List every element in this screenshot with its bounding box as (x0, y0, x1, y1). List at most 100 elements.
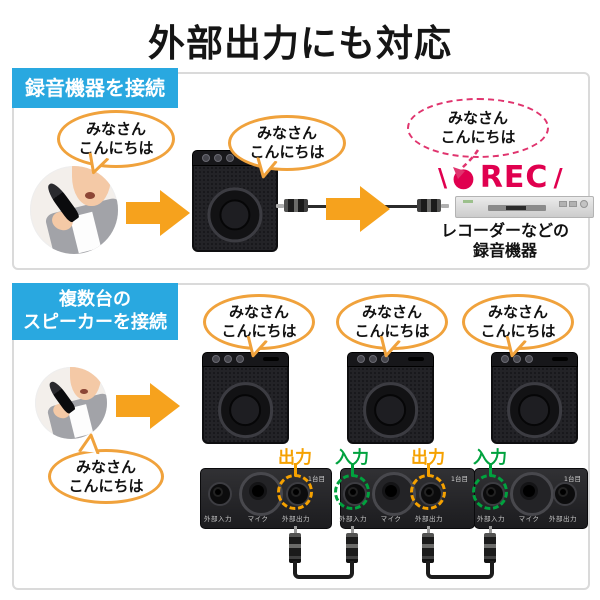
rec-label: REC (479, 160, 549, 195)
rec-indicator: \ ● REC / (438, 160, 563, 195)
speaker-handle-slot (407, 357, 424, 362)
speech-bubble-text: こんにちは (480, 322, 556, 340)
knob-icon (214, 154, 222, 163)
recorder-caption-line: レコーダーなどの (440, 221, 569, 240)
link-cable-shaft (351, 526, 354, 534)
rec-slash-left: \ (438, 163, 448, 192)
person-mouth (84, 192, 96, 200)
speaker-grille (202, 366, 289, 444)
mic-jack (239, 472, 283, 516)
speech-bubble-speaker-c: みなさん こんにちは (462, 294, 574, 350)
recorder-caption-line: 録音機器 (472, 241, 537, 260)
speaker-device (202, 352, 289, 444)
flow-arrow-icon (116, 383, 180, 429)
speaker-cone (374, 394, 407, 427)
aux-in-jack-label: 外部入力 (339, 515, 367, 523)
knob-icon (513, 355, 521, 364)
knob-icon (525, 355, 533, 364)
input-pointer-line (489, 463, 492, 476)
speech-bubble-text: こんにちは (68, 476, 144, 495)
knob-icon (236, 355, 244, 364)
link-cable-plug (289, 533, 301, 563)
speech-bubble-tail (246, 335, 268, 358)
speech-bubble-tail (505, 335, 527, 358)
output-pointer-line (294, 463, 297, 476)
speech-bubble-tail (379, 335, 401, 358)
speech-bubble-person-2: みなさん こんにちは (48, 449, 164, 504)
speech-bubble-text: みなさん (361, 303, 422, 322)
mic-jack-label: マイク (518, 515, 540, 523)
aux-in-jack-label: 外部入力 (477, 515, 505, 523)
aux-out-jack-label: 外部出力 (549, 515, 577, 523)
output-pointer-line (427, 463, 430, 476)
speech-bubble-speaker-b: みなさん こんにちは (336, 294, 448, 350)
speaker-device (491, 352, 578, 444)
speech-bubble-text: みなさん (85, 120, 146, 139)
link-cable (293, 561, 354, 579)
speaker-grille (192, 166, 278, 252)
audio-plug (284, 199, 308, 212)
speaker-rear-panel-1: 1台目 外部入力 マイク 外部出力 (200, 468, 332, 529)
flow-arrow-icon (126, 190, 190, 236)
speech-bubble-speaker-1: みなさん こんにちは (228, 115, 346, 171)
speech-bubble-text: こんにちは (249, 143, 325, 161)
speech-bubble-text: みなさん (228, 303, 289, 322)
page-title: 外部出力にも対応 (148, 22, 452, 65)
arrow-shaft (326, 198, 362, 220)
output-highlight-circle (410, 474, 446, 510)
link-cable-shaft (489, 526, 492, 534)
speech-bubble-tail (256, 156, 278, 179)
input-highlight-circle (334, 474, 370, 510)
speaker-grille (491, 366, 578, 444)
input-highlight-circle (472, 474, 508, 510)
aux-out-jack-label: 外部出力 (415, 515, 443, 523)
panel-unit-label: 1台目 (563, 475, 581, 483)
recorder-button (580, 200, 588, 208)
aux-out-jack (553, 482, 577, 506)
link-cable-shaft (427, 526, 430, 534)
speaker-grille (347, 366, 434, 444)
arrow-head (150, 383, 180, 429)
link-cable-plug (422, 533, 434, 563)
speech-bubble-recorded: みなさん こんにちは (407, 98, 549, 158)
section-multispeaker-label-line: スピーカーを接続 (23, 311, 167, 333)
speaker-woofer (506, 382, 563, 439)
link-cable (426, 561, 494, 579)
speech-bubble-tail (78, 433, 100, 455)
output-label: 出力 (278, 448, 312, 468)
section-multispeaker-label-line: 複数台の (59, 289, 131, 310)
recorder-caption: レコーダーなどの 録音機器 (415, 221, 595, 261)
panel-unit-label: 1台目 (450, 475, 468, 483)
arrow-head (360, 186, 390, 232)
speaker-woofer (362, 382, 419, 439)
speaker-cone (229, 394, 262, 427)
knob-icon (226, 154, 234, 163)
speaker-cone (518, 394, 551, 427)
arrow-shaft (116, 395, 152, 417)
knob-icon (224, 355, 232, 364)
input-label: 入力 (473, 448, 507, 468)
speech-bubble-text: みなさん (75, 457, 136, 476)
mic-jack-label: マイク (380, 515, 402, 523)
aux-out-jack-label: 外部出力 (282, 515, 310, 523)
section-recording-label-text: 録音機器を接続 (25, 75, 165, 100)
speech-bubble-text: みなさん (447, 109, 508, 128)
speaker-woofer (217, 382, 274, 439)
speech-bubble-text: こんにちは (221, 322, 297, 340)
audio-plug-tip (276, 204, 284, 208)
speech-bubble-tail (88, 152, 109, 175)
speaker-woofer (207, 187, 263, 243)
input-label: 入力 (335, 448, 369, 468)
recorder-button (559, 201, 567, 207)
speaker-control-panel (202, 352, 289, 367)
knob-icon (369, 355, 377, 364)
rec-slash-right: / (553, 163, 563, 192)
person-speaking-photo (30, 166, 118, 254)
arrow-shaft (126, 202, 162, 224)
speech-bubble-text: こんにちは (78, 139, 154, 157)
output-highlight-circle (277, 474, 313, 510)
recorder-display (506, 206, 526, 210)
section-recording-label: 録音機器を接続 (12, 68, 178, 108)
knob-icon (212, 355, 220, 364)
